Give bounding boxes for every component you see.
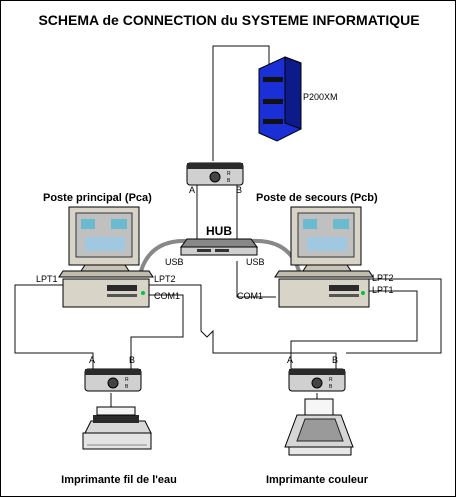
printer-right: [284, 398, 354, 456]
svg-text:R: R: [329, 377, 333, 383]
switch-left-port-b: B: [129, 355, 135, 365]
usb-cable-left: [139, 238, 190, 272]
switch-right-port-a: A: [287, 355, 293, 365]
server-label: P200XM: [303, 92, 338, 102]
svg-text:B: B: [125, 384, 129, 390]
diagram-title: SCHEMA de CONNECTION du SYSTEME INFORMAT…: [38, 12, 419, 28]
svg-text:B: B: [227, 178, 231, 184]
svg-text:B: B: [329, 384, 333, 390]
hub-label: HUB: [206, 224, 232, 238]
switch-box-left: R B: [84, 368, 142, 392]
com1-label-left: COM1: [154, 291, 180, 301]
lpt1-label-right: LPT1: [372, 285, 394, 295]
printer-left-label: Imprimante fil de l'eau: [61, 474, 177, 486]
cable-set: [14, 45, 442, 411]
com1-label-right: COM1: [237, 291, 263, 301]
switch-top-port-a: A: [189, 185, 195, 195]
switch-box-top: R B: [186, 162, 244, 186]
lpt2-label-right: LPT2: [372, 273, 394, 283]
lpt2-label-left: LPT2: [154, 274, 176, 284]
switch-box-right: R B: [288, 368, 346, 392]
pc-backup: [274, 206, 374, 308]
switch-top-port-b: B: [236, 185, 242, 195]
switch-right-port-b: B: [332, 355, 338, 365]
pc-backup-label: Poste de secours (Pcb): [256, 192, 378, 204]
lpt1-label-left: LPT1: [36, 274, 58, 284]
server-tower: [258, 56, 302, 142]
usb-label-right: USB: [246, 257, 265, 267]
switch-left-port-a: A: [89, 355, 95, 365]
pc-main-label: Poste principal (Pca): [43, 192, 152, 204]
svg-text:R: R: [227, 171, 231, 177]
hub-device: [180, 238, 258, 256]
usb-label-left: USB: [165, 257, 184, 267]
svg-text:R: R: [125, 377, 129, 383]
pc-main: [58, 206, 154, 308]
printer-left: [82, 406, 152, 450]
printer-right-label: Imprimante couleur: [266, 474, 369, 486]
